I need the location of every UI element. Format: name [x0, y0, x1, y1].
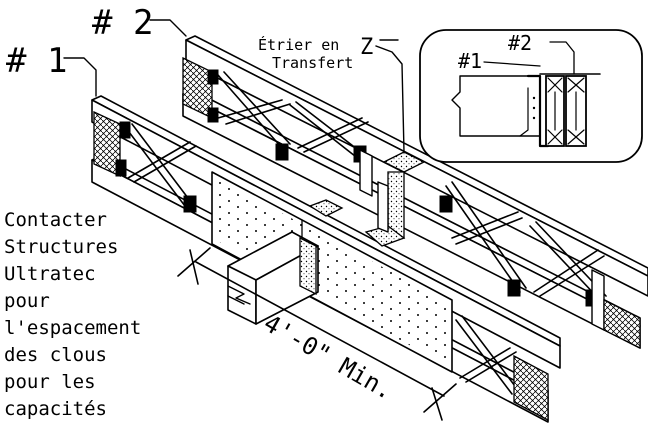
joist-2-label: # 2	[92, 3, 153, 43]
detail-inset: #1 #2	[419, 29, 643, 163]
note-line: pour	[4, 290, 50, 312]
header-beam	[227, 231, 319, 325]
note-line: l'espacement	[4, 317, 141, 339]
transfer-hanger	[308, 151, 426, 247]
hanger-label-line1: Étrier en	[258, 35, 339, 54]
reinforcement-panel	[211, 171, 453, 373]
detail-label-1: #1	[458, 49, 482, 73]
note-line: Ultratec	[4, 263, 96, 285]
note-line: capacités	[4, 398, 107, 420]
hanger-letter: Z	[360, 35, 373, 60]
leaders	[63, 19, 405, 153]
joist-1-label: # 1	[6, 41, 67, 81]
note-line: Contacter	[4, 209, 107, 231]
note-line: pour les	[4, 371, 96, 393]
hanger-label-line2: Transfert	[272, 54, 353, 72]
note-line: des clous	[4, 344, 107, 366]
note-line: Structures	[4, 236, 118, 258]
joist-2	[182, 35, 648, 350]
nailing-note: Contacter Structures Ultratec pour l'esp…	[4, 209, 141, 420]
detail-label-2: #2	[508, 31, 532, 55]
